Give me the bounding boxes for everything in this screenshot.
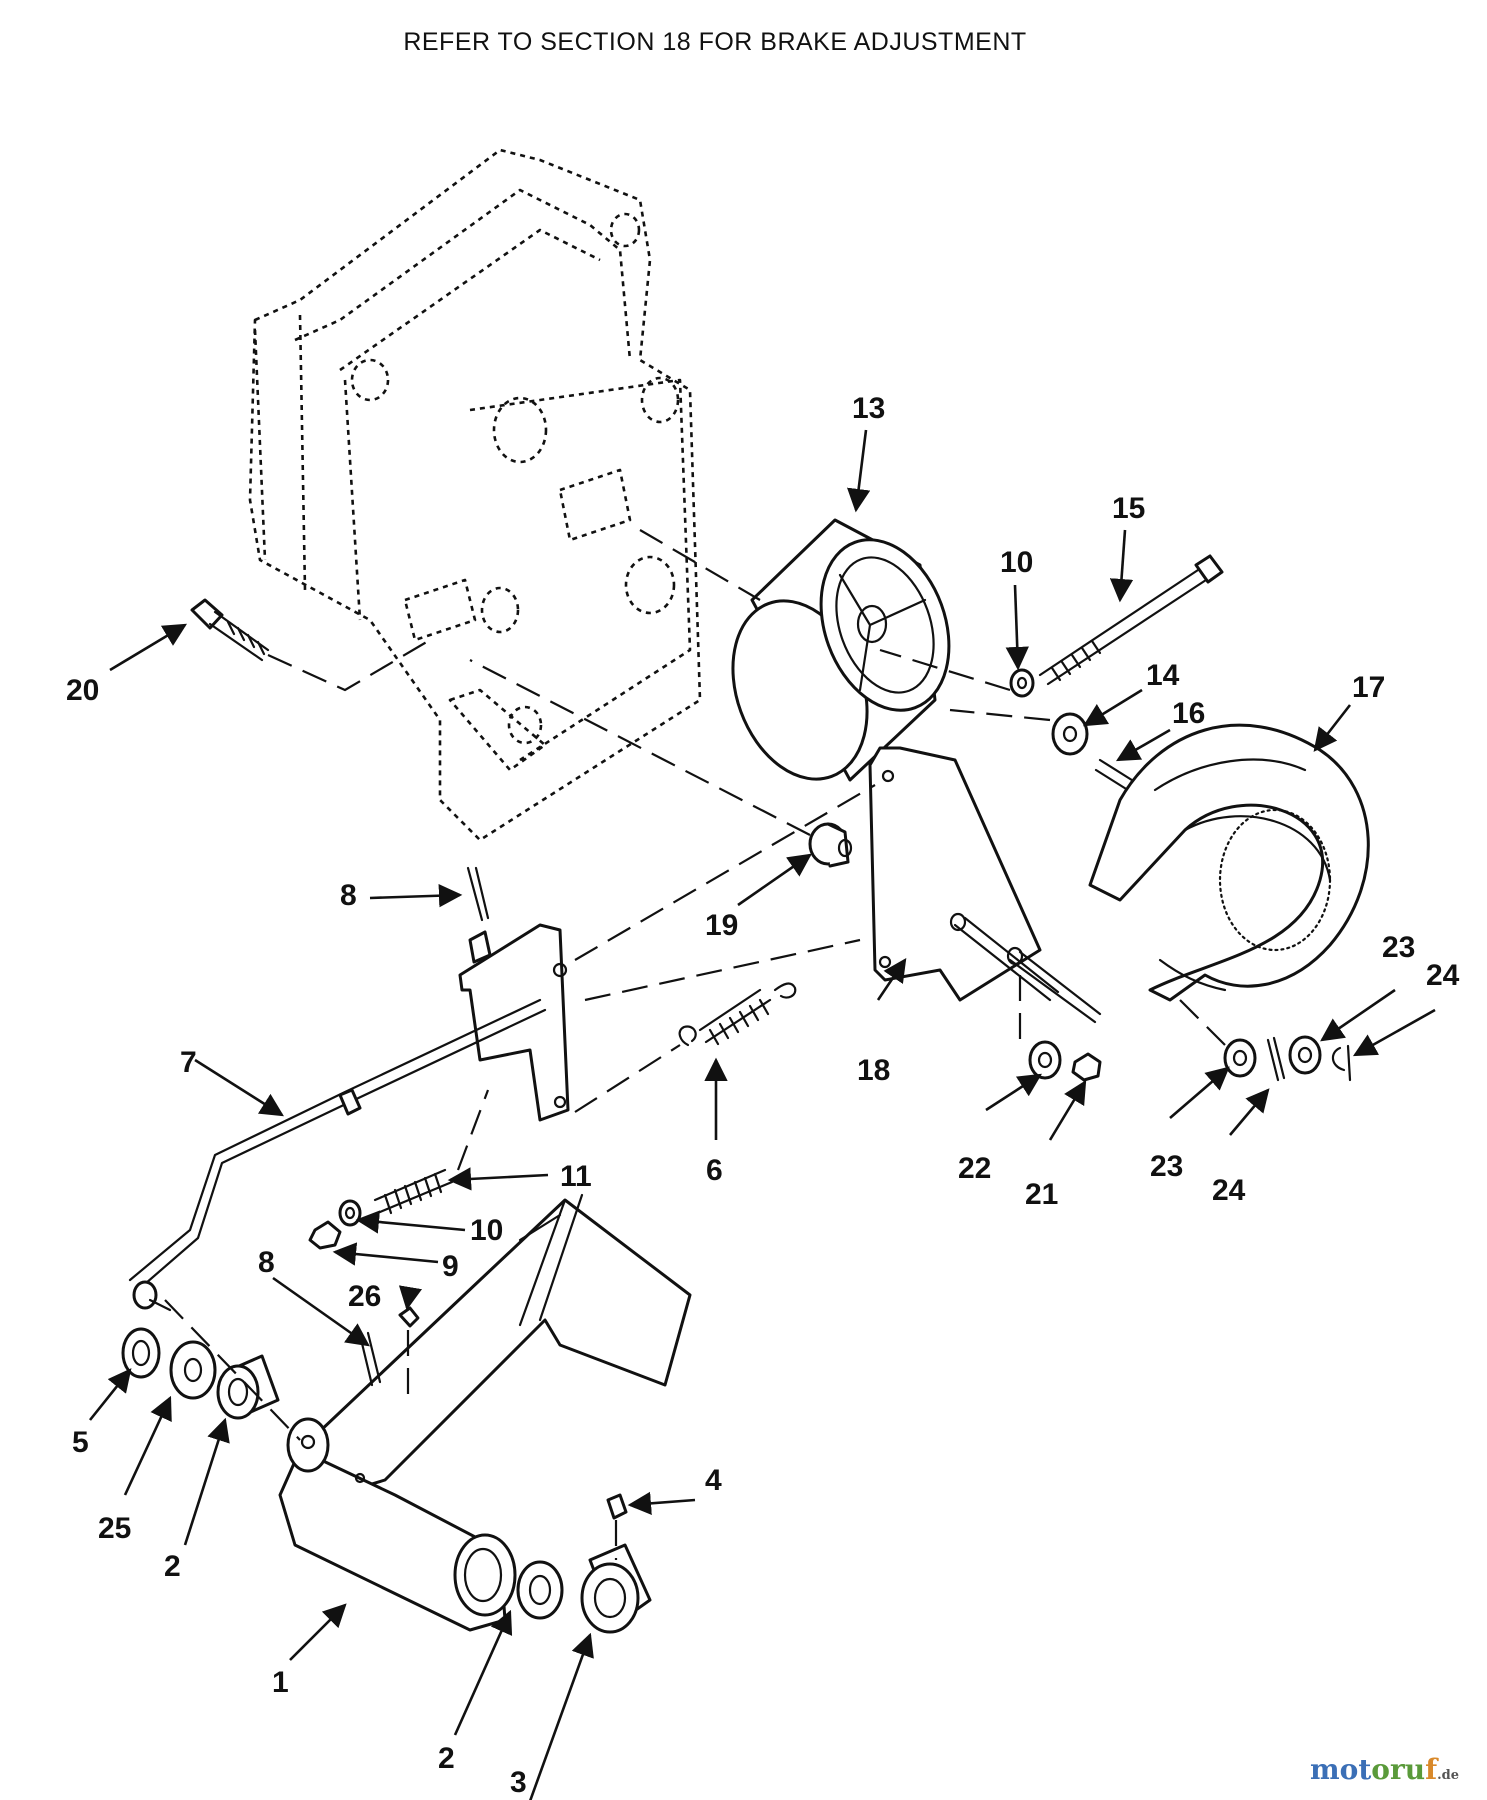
brake-rod-7 [128,998,547,1312]
callout-14: 14 [1146,659,1180,692]
bushings-left [121,1299,301,1441]
page-title: REFER TO SECTION 18 FOR BRAKE ADJUSTMENT [403,28,1027,56]
bolt-20 [190,598,431,692]
callout-2-left: 2 [164,1550,181,1583]
brake-drum-13 [639,518,951,782]
brake-lever-arm [458,784,876,1122]
callout-25: 25 [98,1512,131,1545]
callout-15: 15 [1112,492,1145,525]
spring-6 [678,982,797,1047]
callout-2-right: 2 [438,1742,455,1775]
callout-7: 7 [180,1046,197,1079]
callout-23-upper: 23 [1382,931,1415,964]
callout-26: 26 [348,1280,381,1313]
callout-10-mid: 10 [470,1214,503,1247]
callout-17: 17 [1352,671,1385,704]
brake-band-17 [1088,723,1370,1002]
watermark-logo: motoruf.de [1310,1753,1459,1786]
callout-24-upper: 24 [1426,959,1460,992]
spring-11-washer-10-nut-9 [308,1089,490,1250]
brake-pedal-1 [278,1193,692,1632]
bolt-15 [879,554,1224,698]
bushing-19 [469,659,853,868]
callout-3: 3 [510,1766,527,1799]
callout-19: 19 [705,909,738,942]
callout-5: 5 [72,1426,89,1459]
callout-16: 16 [1172,697,1205,730]
callout-1: 1 [272,1666,289,1699]
callout-10-top: 10 [1000,546,1033,579]
callout-22: 22 [958,1152,991,1185]
callout-4: 4 [705,1464,722,1497]
callout-labels: 13 15 10 14 16 17 20 19 8 18 7 6 11 10 9… [66,392,1460,1799]
bushing-collar-setscrew [516,1493,652,1634]
callout-18: 18 [857,1054,890,1087]
callout-9: 9 [442,1250,459,1283]
callout-13: 13 [852,392,885,425]
washers-23-pin-24 [1179,999,1352,1082]
callout-24-lower: 24 [1212,1174,1246,1207]
callout-6: 6 [706,1154,723,1187]
bracket-18 [868,746,1102,1048]
transmission-housing-outline [248,148,702,842]
washer-22-nut-21 [1028,1040,1102,1082]
callout-8-top: 8 [340,879,357,912]
callout-21: 21 [1025,1178,1058,1211]
callout-11: 11 [560,1160,592,1193]
callout-20: 20 [66,674,99,707]
leader-arrows [88,429,1436,1800]
callout-8-lower: 8 [258,1246,275,1279]
callout-23-lower: 23 [1150,1150,1183,1183]
